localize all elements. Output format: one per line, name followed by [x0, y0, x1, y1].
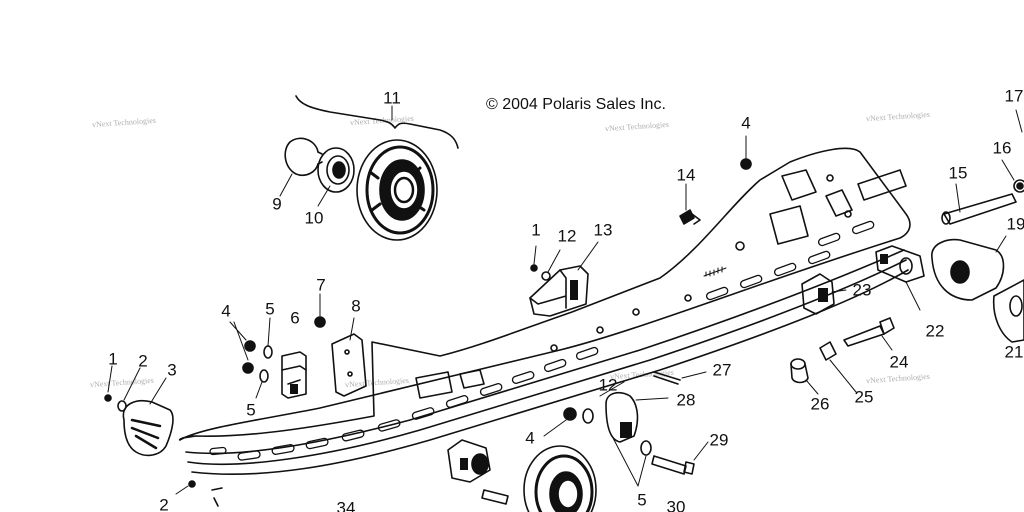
- group-bracket: [295, 95, 459, 149]
- callout-19: 19: [1006, 214, 1024, 234]
- bearing: [317, 147, 355, 193]
- callout-4: 4: [221, 301, 231, 321]
- callout-16: 16: [992, 138, 1012, 158]
- callout-10: 10: [304, 208, 324, 228]
- idler-wheel-lower: [523, 445, 597, 512]
- callout-5: 5: [637, 490, 647, 510]
- callout-34: 34: [336, 498, 356, 512]
- slide-block: [529, 265, 589, 317]
- callout-11: 11: [383, 88, 401, 108]
- callout-30: 30: [666, 497, 686, 512]
- bolt-14: [679, 209, 701, 225]
- callout-12: 12: [557, 226, 577, 246]
- callout-4: 4: [741, 113, 751, 133]
- bolt-24: [843, 317, 895, 347]
- bolt-29: [651, 455, 695, 475]
- callout-17: 17: [1004, 86, 1024, 106]
- callout-28: 28: [676, 390, 696, 410]
- spacer-block-22: [875, 245, 925, 283]
- callout-5: 5: [246, 400, 256, 420]
- callout-15: 15: [948, 163, 968, 183]
- rail-slots: [209, 220, 875, 461]
- callout-14: 14: [676, 165, 696, 185]
- fasteners: [104, 158, 752, 507]
- wear-block: [281, 351, 307, 399]
- callout-1: 1: [108, 349, 118, 369]
- fitting-16: [1013, 179, 1024, 193]
- callout-2: 2: [159, 495, 169, 512]
- callout-9: 9: [272, 194, 282, 214]
- bracket-plate: [331, 333, 367, 397]
- callout-7: 7: [316, 275, 326, 295]
- callout-22: 22: [925, 321, 945, 341]
- snap-ring: [284, 137, 319, 177]
- callout-25: 25: [854, 387, 874, 407]
- leader-lines: [107, 105, 1023, 495]
- idler-wheel-upper: [356, 139, 438, 241]
- callout-21: 21: [1004, 342, 1024, 362]
- callout-27: 27: [712, 360, 732, 380]
- callout-26: 26: [810, 394, 830, 414]
- callout-6: 6: [290, 308, 300, 328]
- callout-8: 8: [351, 296, 361, 316]
- clamp-28: [605, 391, 639, 443]
- copyright-notice: © 2004 Polaris Sales Inc.: [486, 96, 666, 113]
- rail-windows: [415, 169, 907, 399]
- callout-13: 13: [593, 220, 613, 240]
- callout-23: 23: [852, 280, 872, 300]
- spacer-block-23: [801, 273, 835, 315]
- callout-5: 5: [265, 299, 275, 319]
- lower-block: [447, 439, 509, 505]
- callout-24: 24: [889, 352, 909, 372]
- callout-29: 29: [709, 430, 729, 450]
- mount-plates: [931, 238, 1024, 343]
- callout-12: 12: [598, 375, 618, 395]
- callout-2: 2: [138, 351, 148, 371]
- callout-1: 1: [531, 220, 541, 240]
- spacer-26-nut-25: [790, 341, 837, 384]
- shaft-15: [941, 193, 1017, 225]
- callout-3: 3: [167, 360, 177, 380]
- rail-tip-cap: [122, 400, 174, 457]
- pin-27: [653, 371, 681, 385]
- callout-4: 4: [525, 428, 535, 448]
